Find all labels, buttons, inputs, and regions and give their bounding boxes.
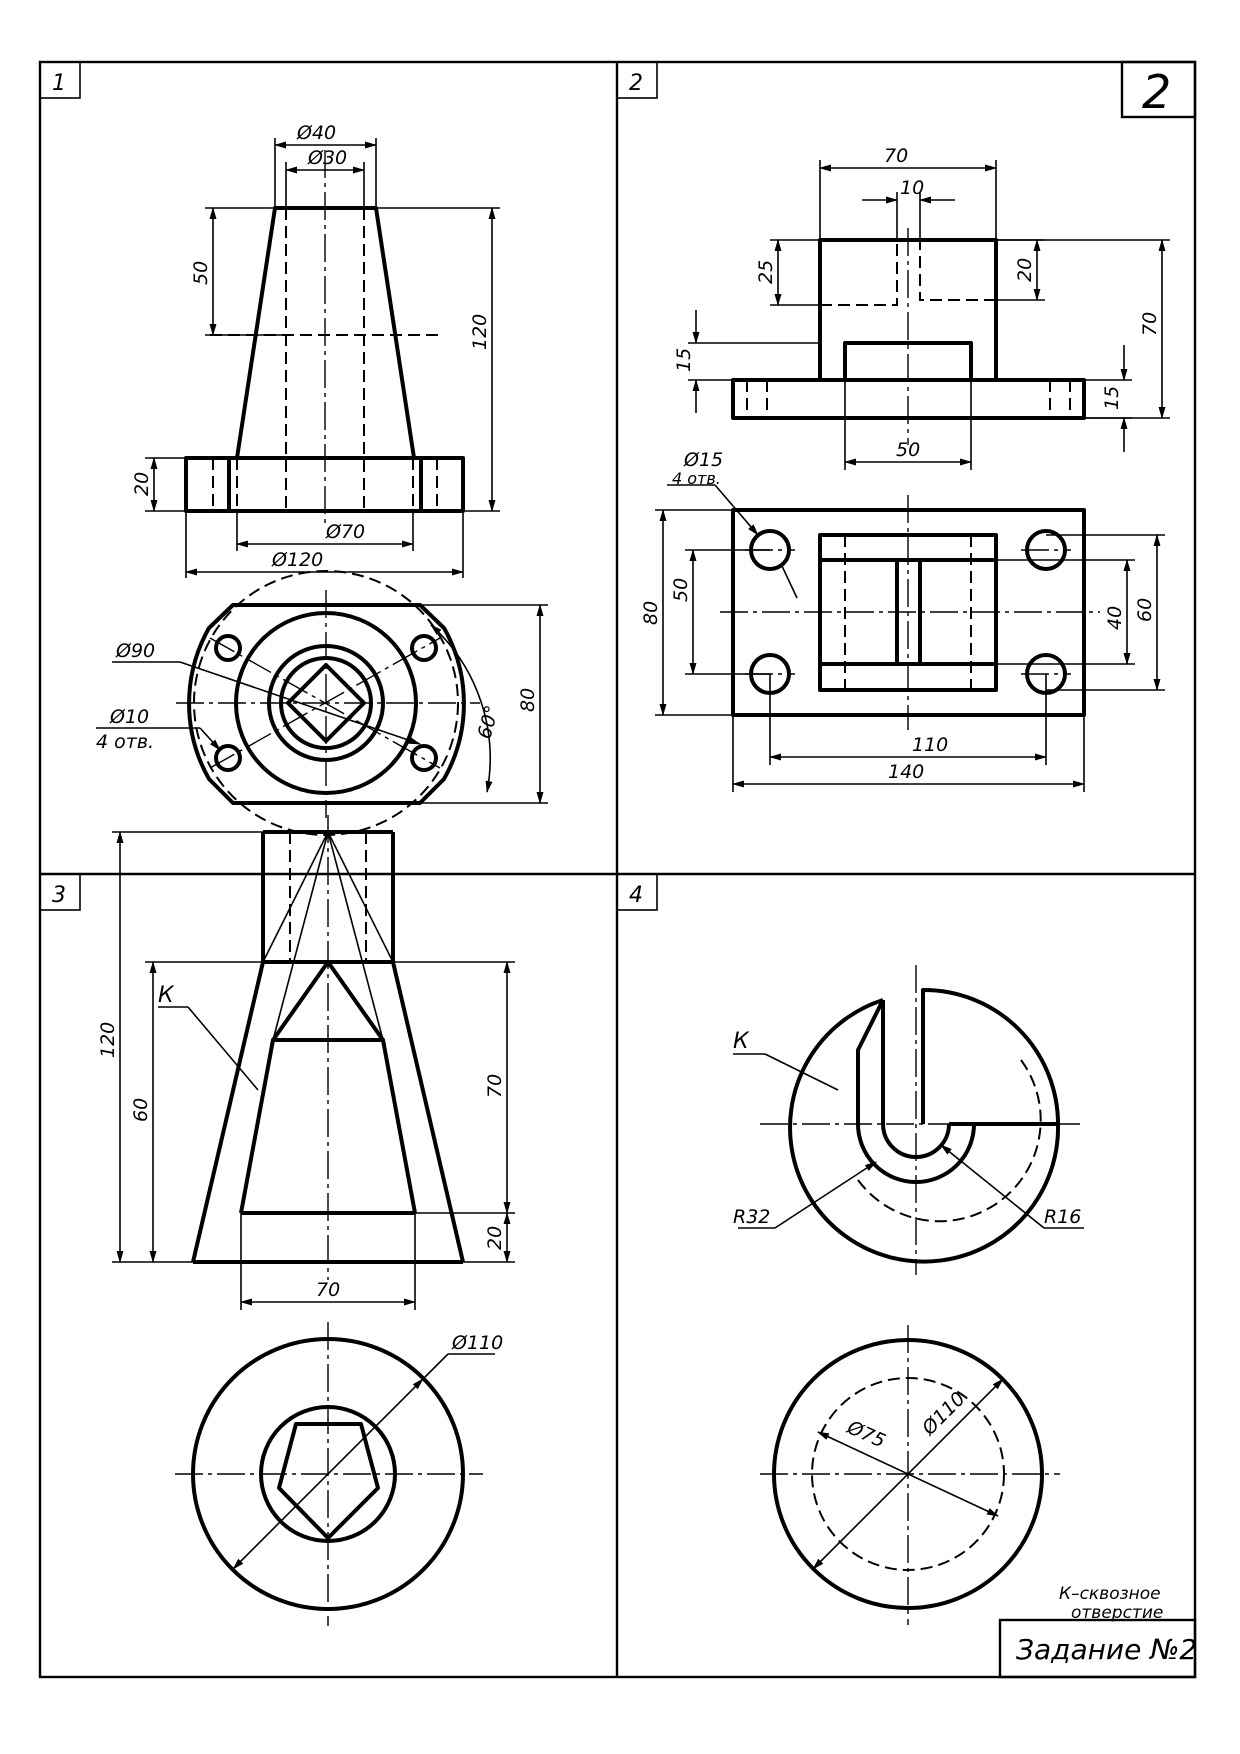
p3-h70: 70 — [484, 1074, 506, 1098]
panel-3-front-view: К 120 60 70 20 70 — [97, 815, 515, 1310]
dim-h50: 50 — [190, 261, 212, 285]
panel-4-number: 4 — [629, 883, 643, 908]
p3-h20: 20 — [484, 1226, 506, 1250]
panel-4-top-view: Ø75 Ø110 — [760, 1325, 1060, 1625]
dim-p2-holes: 4 отв. — [672, 469, 721, 488]
dim-p2-w70: 70 — [884, 145, 908, 167]
panel-1-front-view: Ø40 Ø30 50 120 20 Ø70 Ø120 — [131, 122, 500, 578]
dim-w80: 80 — [517, 688, 539, 712]
dim-h20: 20 — [131, 472, 153, 496]
dim-p2-h70: 70 — [1139, 312, 1161, 336]
panel-1-number-box: 1 — [39, 61, 81, 99]
dim-d90: Ø90 — [115, 640, 155, 662]
dim-p2-h80: 80 — [640, 601, 662, 625]
panel-1-number: 1 — [52, 71, 66, 96]
panel-3-top-view: Ø110 — [175, 1322, 503, 1626]
sheet-badge: 2 — [1142, 65, 1171, 119]
p4-k-label: К — [733, 1029, 750, 1054]
p3-h120: 120 — [97, 1022, 119, 1058]
task-title-box: Задание №2 — [998, 1618, 1197, 1679]
dim-p2-w110: 110 — [912, 734, 948, 756]
panel-1-top-view: Ø90 Ø10 4 отв. 60° 80 — [96, 570, 548, 836]
panel-4-front-view: К R32 R16 — [733, 965, 1084, 1275]
dim-d40: Ø40 — [296, 122, 336, 144]
p4-r16: R16 — [1044, 1206, 1081, 1228]
dim-p2-h20: 20 — [1014, 258, 1036, 282]
dim-p2-h40: 40 — [1104, 606, 1126, 630]
panel-3-number-box: 3 — [39, 873, 81, 911]
dim-p2-h15b: 15 — [1101, 386, 1123, 410]
p4-d110: Ø110 — [917, 1388, 969, 1440]
panel-4-number-box: 4 — [616, 873, 658, 911]
dim-p2-d15: Ø15 — [683, 449, 723, 471]
p3-w70: 70 — [316, 1279, 340, 1301]
dim-p2-h25: 25 — [755, 260, 777, 284]
sheet-badge-box: 2 — [1120, 60, 1197, 119]
p4-r32: R32 — [733, 1206, 770, 1228]
panel-2-top-view: Ø15 4 отв. 80 50 60 40 110 140 — [640, 449, 1165, 792]
dim-p2-h60: 60 — [1134, 598, 1156, 622]
p3-h60: 60 — [130, 1098, 152, 1122]
panel-2-number: 2 — [629, 71, 643, 96]
task-title: Задание №2 — [1016, 1633, 1197, 1666]
dim-p2-w50: 50 — [896, 439, 920, 461]
note-line-2: отверстие — [1071, 1603, 1163, 1623]
panel-2-front-view: 70 10 25 20 70 15 15 — [673, 145, 1170, 470]
dim-d30: Ø30 — [307, 147, 347, 169]
dim-p2-w10: 10 — [900, 177, 924, 199]
dim-p2-w140: 140 — [888, 761, 924, 783]
dim-p2-h15a: 15 — [673, 348, 695, 372]
dim-h120: 120 — [469, 314, 491, 350]
dim-p2-h50: 50 — [670, 578, 692, 602]
dim-d10: Ø10 — [109, 706, 149, 728]
dim-d120: Ø120 — [271, 549, 323, 571]
panel-2-number-box: 2 — [616, 61, 658, 99]
dim-angle: 60° — [474, 703, 504, 741]
p3-k-label: К — [158, 983, 175, 1008]
note-line-1: К–сквозное — [1059, 1584, 1161, 1604]
panel-3-number: 3 — [52, 883, 66, 908]
dim-d70: Ø70 — [325, 521, 365, 543]
p3-d110: Ø110 — [451, 1332, 503, 1354]
dim-holes: 4 отв. — [96, 731, 154, 753]
